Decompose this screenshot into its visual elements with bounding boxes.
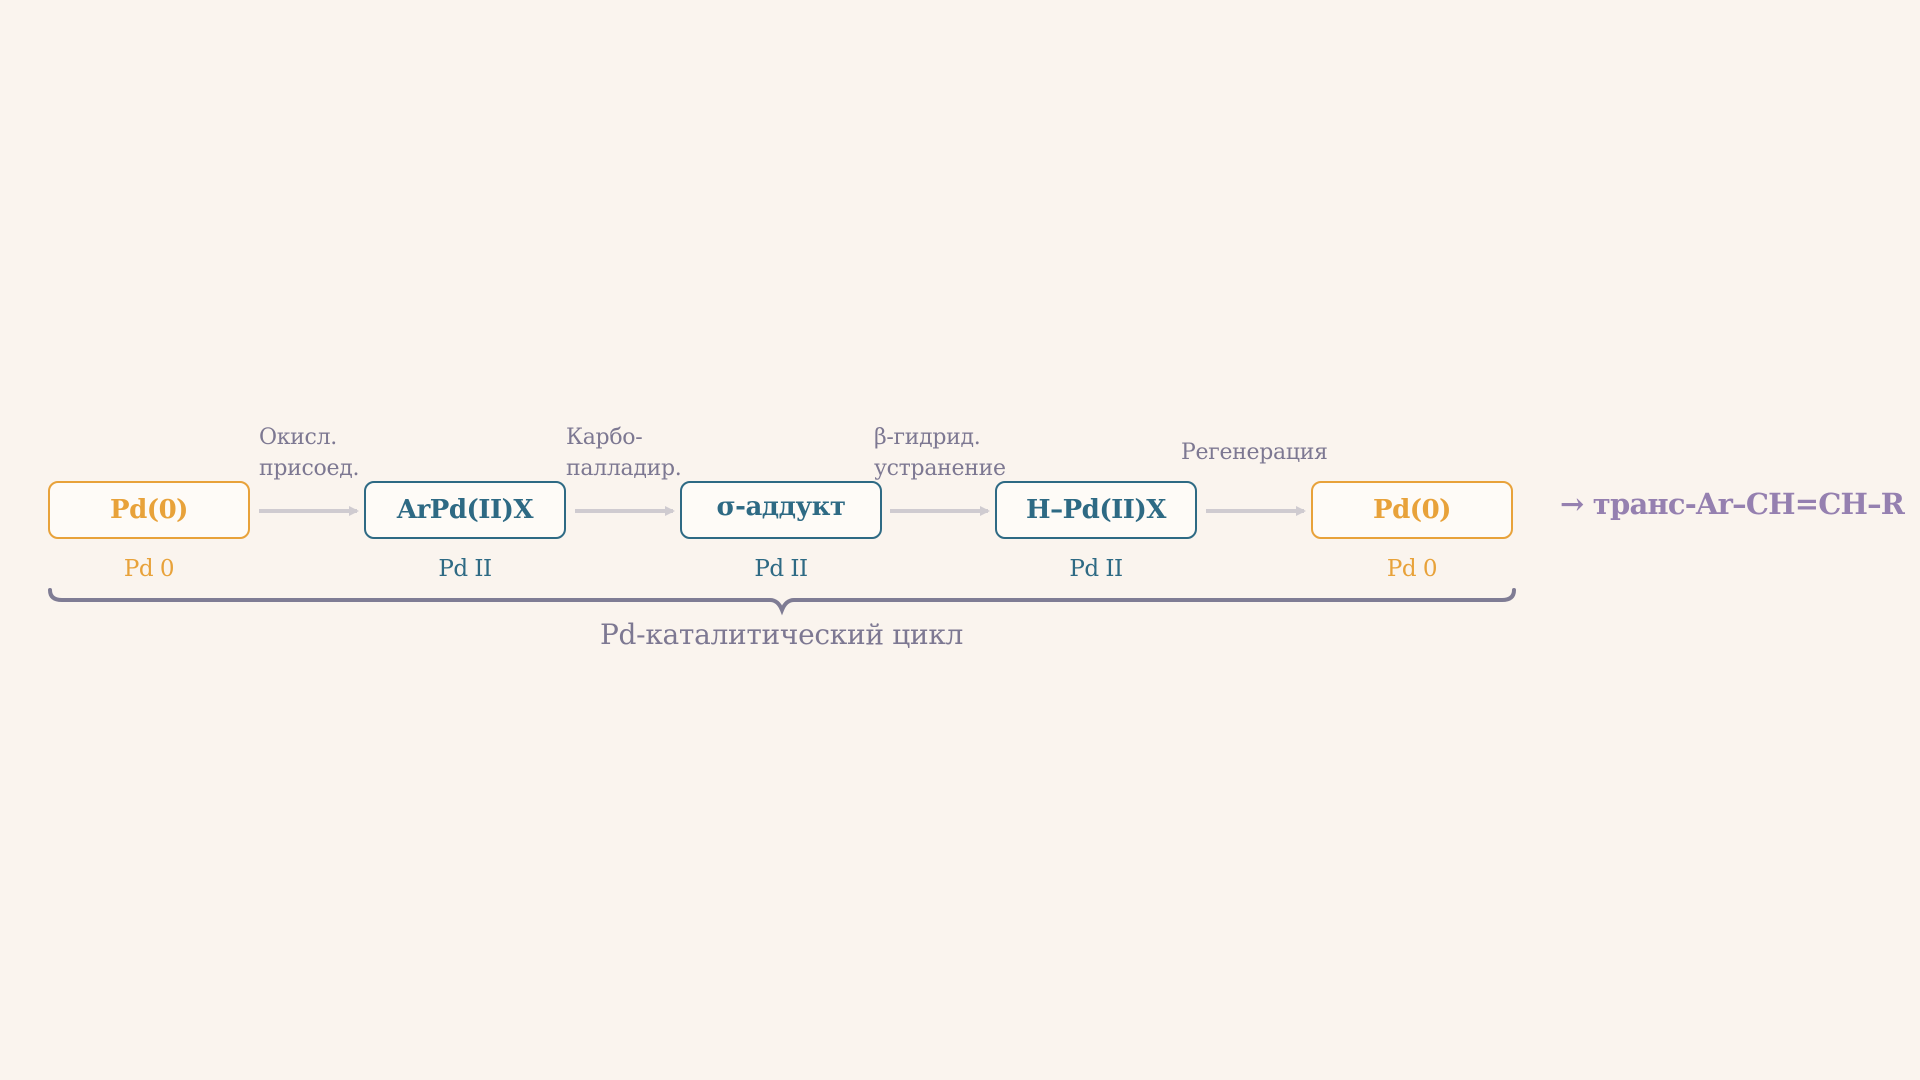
- product-label: → транс-Ar–CH=CH–R: [1560, 487, 1905, 521]
- node-arpd-x: ArPd(II)X: [364, 481, 566, 539]
- step-label-line: присоед.: [259, 456, 360, 481]
- node-pd0-start: Pd(0): [48, 481, 250, 539]
- oxidation-state-4: Pd II: [1069, 556, 1123, 582]
- node-label: σ-аддукт: [716, 492, 847, 522]
- node-sigma-adduct: σ-аддукт: [680, 481, 882, 539]
- node-label: H–Pd(II)X: [1026, 495, 1166, 525]
- oxidation-state-5: Pd 0: [1386, 556, 1438, 582]
- cycle-label: Pd-каталитический цикл: [600, 618, 964, 651]
- step-label-line: Окисл.: [259, 425, 337, 450]
- step-label-oxidative-addition: Окисл. присоед.: [259, 422, 359, 484]
- oxidation-state-1: Pd 0: [123, 556, 175, 582]
- step-label-line: Регенерация: [1181, 440, 1328, 465]
- oxidation-state-3: Pd II: [754, 556, 808, 582]
- step-label-line: палладир.: [566, 456, 682, 481]
- step-label-line: устранение: [874, 456, 1006, 481]
- node-h-pd-x: H–Pd(II)X: [995, 481, 1197, 539]
- oxidation-state-2: Pd II: [438, 556, 492, 582]
- step-label-line: Карбо-: [566, 425, 643, 450]
- step-label-carbopalladation: Карбо- палладир.: [566, 422, 682, 484]
- node-label: Pd(0): [110, 495, 188, 525]
- step-label-regeneration: Регенерация: [1181, 437, 1328, 468]
- node-pd0-end: Pd(0): [1311, 481, 1513, 539]
- node-label: Pd(0): [1373, 495, 1451, 525]
- step-label-line: β-гидрид.: [874, 425, 981, 450]
- step-label-beta-hydride-elimination: β-гидрид. устранение: [874, 422, 1006, 484]
- cycle-brace: [48, 588, 1516, 616]
- node-label: ArPd(II)X: [396, 495, 534, 525]
